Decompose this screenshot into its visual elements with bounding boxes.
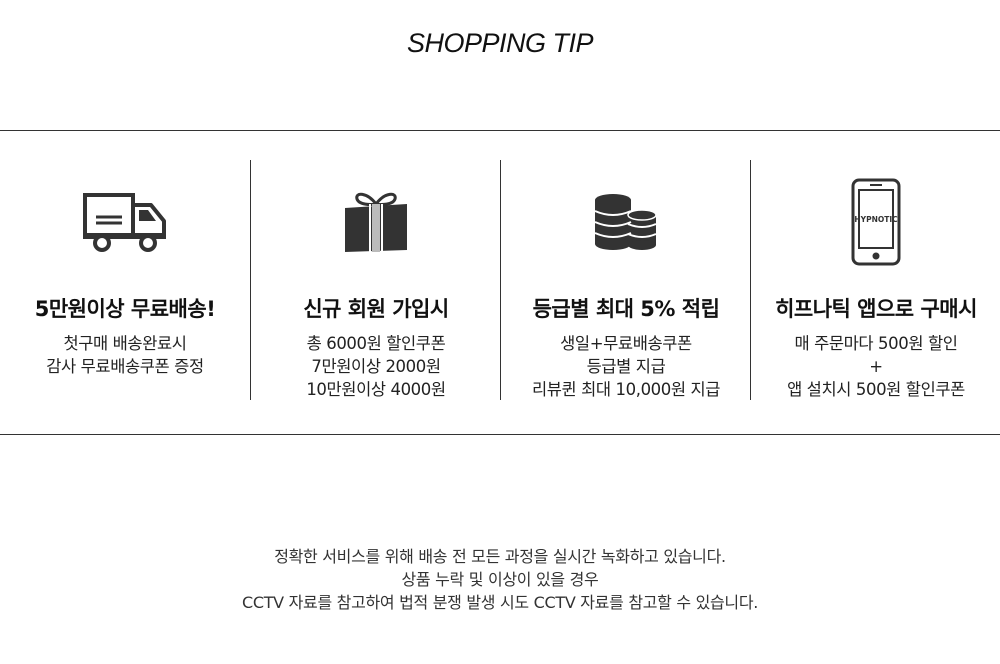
tip-description: 총 6000원 할인쿠폰 7만원이상 2000원 10만원이상 4000원 bbox=[251, 332, 501, 401]
tip-line: + bbox=[869, 357, 883, 376]
tip-description: 첫구매 배송완료시 감사 무료배송쿠폰 증정 bbox=[0, 332, 250, 378]
tips-row: 5만원이상 무료배송! 첫구매 배송완료시 감사 무료배송쿠폰 증정 신규 회원… bbox=[0, 160, 1000, 400]
tip-line: 리뷰퀸 최대 10,000원 지급 bbox=[531, 380, 721, 399]
tip-line: 생일+무료배송쿠폰 bbox=[560, 334, 692, 353]
tip-line: 첫구매 배송완료시 bbox=[63, 334, 187, 353]
truck-icon bbox=[0, 172, 250, 272]
smartphone-icon: HYPNOTIC bbox=[751, 172, 1000, 272]
tip-line: 앱 설치시 500원 할인쿠폰 bbox=[787, 380, 965, 399]
bottom-divider bbox=[0, 434, 1000, 435]
tip-rewards: 등급별 최대 5% 적립 생일+무료배송쿠폰 등급별 지급 리뷰퀸 최대 10,… bbox=[500, 160, 750, 400]
tip-title: 히프나틱 앱으로 구매시 bbox=[775, 297, 977, 321]
tip-line: 매 주문마다 500원 할인 bbox=[794, 334, 958, 353]
tip-title: 신규 회원 가입시 bbox=[303, 297, 449, 321]
tip-line: 감사 무료배송쿠폰 증정 bbox=[46, 357, 204, 376]
coins-icon bbox=[501, 172, 751, 272]
tip-title: 등급별 최대 5% 적립 bbox=[532, 297, 720, 321]
notice-line: CCTV 자료를 참고하여 법적 분쟁 발생 시도 CCTV 자료를 참고할 수… bbox=[241, 593, 759, 612]
tip-title: 5만원이상 무료배송! bbox=[34, 297, 216, 321]
phone-screen-label: HYPNOTIC bbox=[854, 215, 898, 224]
tip-line: 총 6000원 할인쿠폰 bbox=[306, 334, 446, 353]
gift-icon bbox=[251, 172, 501, 272]
tip-line: 7만원이상 2000원 bbox=[311, 357, 441, 376]
notice-line: 상품 누락 및 이상이 있을 경우 bbox=[401, 570, 599, 589]
notice-line: 정확한 서비스를 위해 배송 전 모든 과정을 실시간 녹화하고 있습니다. bbox=[274, 547, 726, 566]
page-title: SHOPPING TIP bbox=[406, 28, 594, 58]
top-divider bbox=[0, 130, 1000, 131]
tip-signup: 신규 회원 가입시 총 6000원 할인쿠폰 7만원이상 2000원 10만원이… bbox=[250, 160, 500, 400]
tip-free-shipping: 5만원이상 무료배송! 첫구매 배송완료시 감사 무료배송쿠폰 증정 bbox=[0, 160, 250, 400]
tip-line: 등급별 지급 bbox=[586, 357, 666, 376]
cctv-notice: 정확한 서비스를 위해 배송 전 모든 과정을 실시간 녹화하고 있습니다. 상… bbox=[0, 545, 1000, 614]
tip-line: 10만원이상 4000원 bbox=[306, 380, 446, 399]
tip-app-purchase: HYPNOTIC 히프나틱 앱으로 구매시 매 주문마다 500원 할인 + 앱… bbox=[750, 160, 1000, 400]
tip-description: 생일+무료배송쿠폰 등급별 지급 리뷰퀸 최대 10,000원 지급 bbox=[501, 332, 751, 401]
tip-description: 매 주문마다 500원 할인 + 앱 설치시 500원 할인쿠폰 bbox=[751, 332, 1000, 401]
